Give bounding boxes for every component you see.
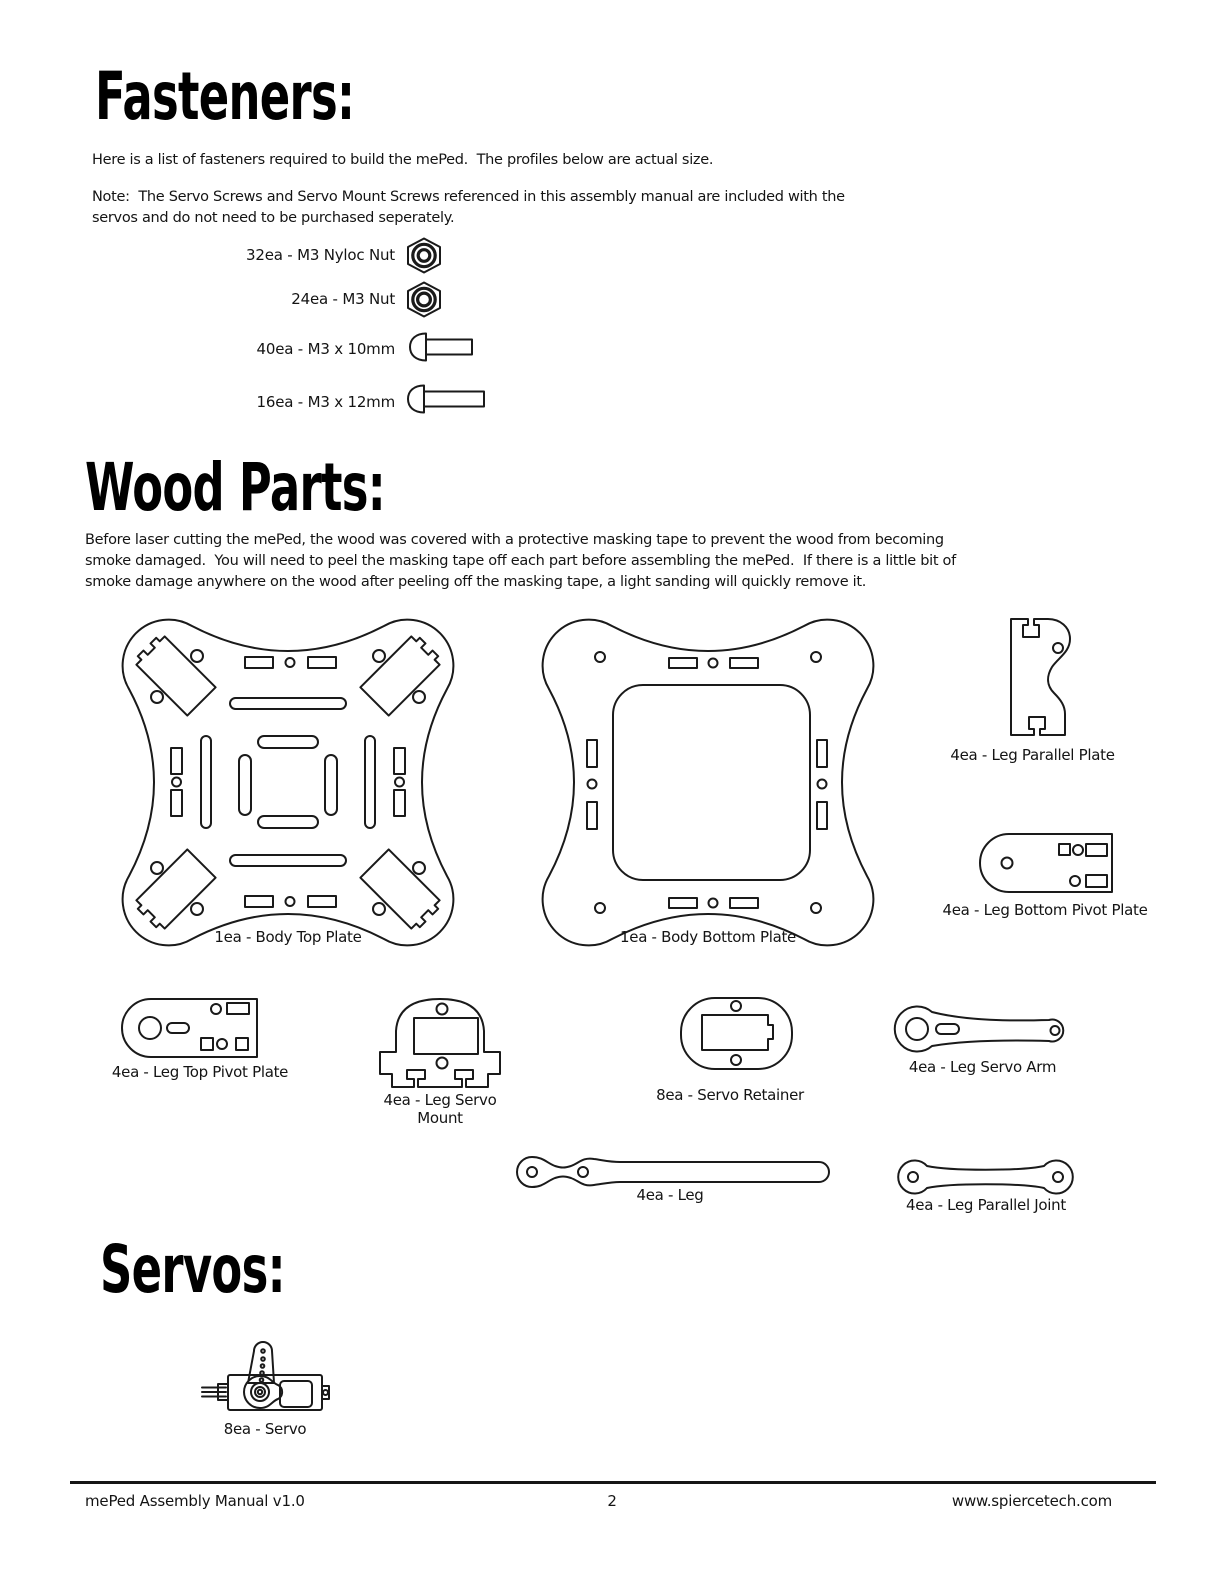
leg-servo-mount-label: 4ea - Leg Servo Mount (383, 1091, 497, 1127)
leg-parallel-joint-label: 4ea - Leg Parallel Joint (906, 1196, 1066, 1214)
leg-drawing (518, 1155, 833, 1189)
leg-bottom-pivot-plate-drawing (978, 833, 1113, 893)
servos-heading: Servos: (100, 1231, 286, 1308)
button-head-screw-10mm-icon (406, 332, 478, 362)
leg-bottom-pivot-plate-label: 4ea - Leg Bottom Pivot Plate (942, 901, 1148, 919)
body-bottom-plate-label: 1ea - Body Bottom Plate (620, 928, 796, 946)
servo-label: 8ea - Servo (223, 1420, 307, 1438)
wood-parts-heading: Wood Parts: (85, 449, 386, 526)
fastener-label: 32ea - M3 Nyloc Nut (246, 246, 395, 264)
nyloc-nut-icon (405, 237, 443, 274)
footer-divider (70, 1481, 1156, 1484)
wood-parts-intro: Before laser cutting the mePed, the wood… (85, 532, 961, 591)
button-head-screw-12mm-icon (404, 384, 488, 414)
hex-nut-icon (405, 281, 443, 318)
body-bottom-plate-drawing (533, 610, 883, 955)
footer-manual-title: mePed Assembly Manual v1.0 (85, 1492, 305, 1510)
fastener-label: 40ea - M3 x 10mm (256, 340, 396, 358)
leg-parallel-joint-drawing (898, 1160, 1074, 1194)
leg-parallel-plate-drawing (1000, 608, 1078, 745)
leg-parallel-plate-label: 4ea - Leg Parallel Plate (950, 746, 1115, 764)
leg-servo-arm-label: 4ea - Leg Servo Arm (908, 1058, 1057, 1076)
leg-label: 4ea - Leg (636, 1186, 704, 1204)
leg-servo-arm-drawing (892, 1005, 1073, 1052)
leg-top-pivot-plate-drawing (118, 998, 258, 1058)
servo-drawing (200, 1335, 330, 1417)
footer-website: www.spiercetech.com (951, 1492, 1112, 1510)
fasteners-intro: Here is a list of fasteners required to … (92, 152, 714, 168)
fastener-label: 24ea - M3 Nut (291, 290, 395, 308)
servo-retainer-label: 8ea - Servo Retainer (656, 1086, 804, 1104)
body-top-plate-label: 1ea - Body Top Plate (214, 928, 362, 946)
fastener-label: 16ea - M3 x 12mm (256, 393, 396, 411)
servo-retainer-drawing (680, 997, 793, 1070)
footer-page-number: 2 (607, 1492, 617, 1510)
fasteners-heading: Fasteners: (95, 58, 355, 135)
leg-top-pivot-plate-label: 4ea - Leg Top Pivot Plate (111, 1063, 289, 1081)
fasteners-note: Note: The Servo Screws and Servo Mount S… (92, 189, 850, 227)
leg-servo-mount-drawing (378, 995, 502, 1088)
body-top-plate-drawing (113, 610, 463, 955)
